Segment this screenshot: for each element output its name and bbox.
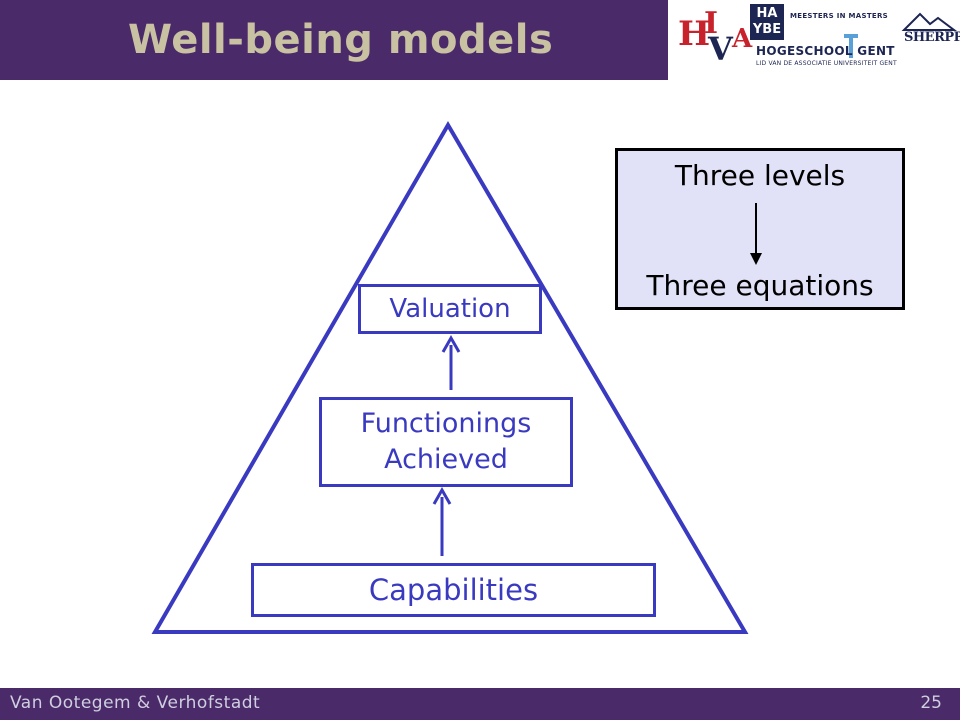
capabilities-label: Capabilities — [368, 573, 539, 607]
title-bar: Well-being models — [0, 0, 668, 80]
logo-strip: H I V A HA YBE MEESTERS IN MASTERS HOGES… — [668, 0, 960, 80]
sherppa-logo: SHERPPA — [900, 10, 960, 70]
sherppa-logo-text: SHERPPA — [904, 30, 960, 45]
footer-bar: Van Ootegem & Verhofstadt 25 — [0, 688, 960, 720]
page-number: 25 — [920, 693, 942, 713]
valuation-box: Valuation — [358, 284, 542, 334]
three-levels-info-box: Three levels Three equations — [615, 148, 905, 310]
hogeschool-mark-icon — [844, 34, 858, 58]
hogeschool-subtitle-text: LID VAN DE ASSOCIATIE UNIVERSITEIT GENT — [756, 60, 897, 67]
slide-title: Well-being models — [128, 17, 554, 63]
arrow-functionings-to-valuation — [441, 334, 461, 390]
hogeschool-logo-text: HOGESCHOOL GENT — [756, 44, 895, 58]
haybe-logo: HA YBE — [750, 4, 784, 40]
hiva-letter-i: I — [704, 6, 719, 41]
valuation-label: Valuation — [389, 294, 511, 324]
functionings-achieved-box: Functionings Achieved — [319, 397, 573, 487]
hiva-letter-v: V — [708, 30, 733, 68]
hiva-letter-a: A — [732, 24, 753, 54]
hiva-logo: H I V A — [678, 6, 753, 68]
arrow-capabilities-to-functionings — [432, 486, 452, 556]
hiva-letter-h: H — [678, 14, 711, 54]
functionings-label-line1: Functionings — [360, 408, 532, 439]
pyramid-triangle — [151, 121, 749, 634]
sherppa-mountain-icon — [901, 12, 957, 31]
three-equations-text: Three equations — [646, 269, 874, 302]
functionings-label-line2: Achieved — [384, 444, 508, 475]
meesters-logo-text: MEESTERS IN MASTERS — [790, 12, 889, 20]
three-levels-text: Three levels — [674, 159, 846, 192]
down-arrow-icon — [750, 203, 762, 265]
capabilities-box: Capabilities — [251, 563, 656, 617]
footer-authors: Van Ootegem & Verhofstadt — [10, 693, 261, 713]
